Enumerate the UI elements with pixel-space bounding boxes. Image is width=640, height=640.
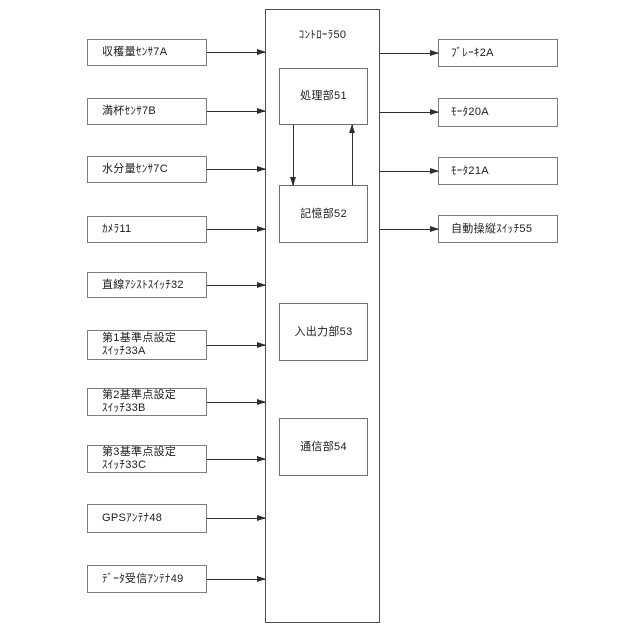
arrow-output-motor-21a [380, 168, 439, 174]
input-box-camera: ｶﾒﾗ11 [87, 216, 207, 243]
arrow-output-auto-steering [380, 226, 439, 232]
input-box-moisture-sensor: 水分量ｾﾝｻ7C [87, 156, 207, 183]
input-box-straight-assist-switch: 直線ｱｼｽﾄｽｲｯﾁ32 [87, 272, 207, 298]
unit-box-storage: 記憶部52 [279, 185, 368, 243]
arrow-output-motor-20a [380, 109, 439, 115]
arrow-input-camera [207, 226, 266, 232]
controller-label: ｺﾝﾄﾛｰﾗ50 [298, 29, 347, 41]
arrow-input-data-antenna [207, 576, 266, 582]
output-box-brake: ﾌﾞﾚｰｷ2A [438, 39, 558, 67]
unit-box-processing: 処理部51 [279, 68, 368, 125]
arrow-processing-to-storage [290, 125, 296, 186]
input-box-ref-point-3-switch: 第3基準点設定 ｽｲｯﾁ33C [87, 445, 207, 473]
unit-box-io: 入出力部53 [279, 303, 368, 361]
arrow-input-gps [207, 515, 266, 521]
arrow-input-moisture [207, 166, 266, 172]
input-box-gps-antenna: GPSｱﾝﾃﾅ48 [87, 504, 207, 533]
input-box-ref-point-2-switch: 第2基準点設定 ｽｲｯﾁ33B [87, 388, 207, 416]
output-box-motor-21a: ﾓｰﾀ21A [438, 157, 558, 185]
arrow-input-ref3 [207, 456, 266, 462]
input-box-data-receive-antenna: ﾃﾞｰﾀ受信ｱﾝﾃﾅ49 [87, 565, 207, 593]
arrow-storage-to-processing [349, 124, 355, 185]
input-box-full-sensor: 満杯ｾﾝｻ7B [87, 98, 207, 125]
arrow-output-brake [380, 50, 439, 56]
arrow-input-ref1 [207, 342, 266, 348]
arrow-input-ref2 [207, 399, 266, 405]
arrow-input-assist [207, 282, 266, 288]
arrow-input-yield [207, 49, 266, 55]
input-box-yield-sensor: 収穫量ｾﾝｻ7A [87, 39, 207, 66]
arrow-input-full [207, 108, 266, 114]
input-box-ref-point-1-switch: 第1基準点設定 ｽｲｯﾁ33A [87, 330, 207, 360]
unit-box-communication: 通信部54 [279, 418, 368, 476]
output-box-auto-steering-switch: 自動操縦ｽｲｯﾁ55 [438, 215, 558, 243]
output-box-motor-20a: ﾓｰﾀ20A [438, 98, 558, 127]
